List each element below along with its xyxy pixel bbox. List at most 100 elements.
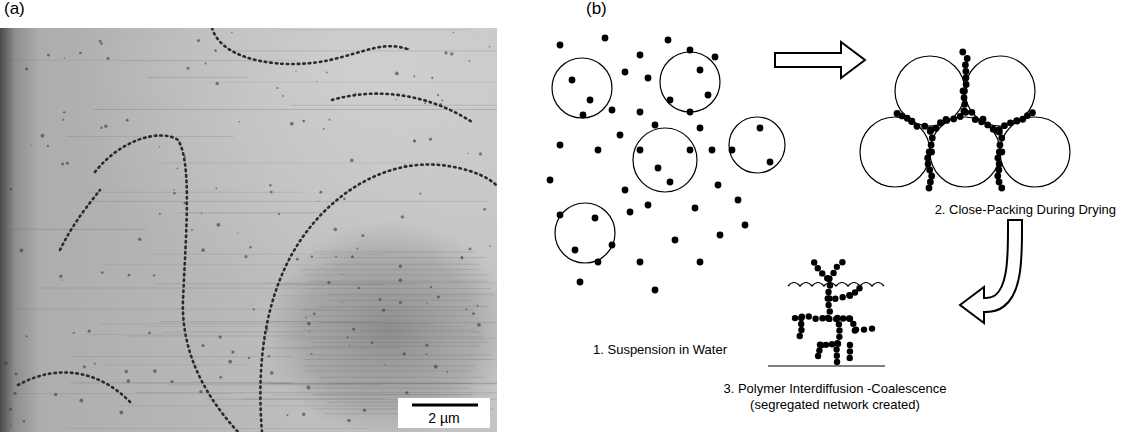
filler-dot bbox=[580, 112, 587, 119]
latex-particle bbox=[1000, 117, 1070, 187]
micrograph-speck bbox=[201, 212, 202, 213]
filler-dot bbox=[836, 334, 842, 340]
suspension-drawing bbox=[547, 35, 785, 294]
micrograph-speck bbox=[424, 102, 426, 104]
micrograph-streak bbox=[301, 269, 478, 270]
filler-dot bbox=[972, 116, 979, 123]
micrograph-speck bbox=[349, 345, 350, 346]
filler-dot bbox=[812, 316, 818, 322]
micrograph-streak bbox=[263, 347, 399, 348]
filler-dot bbox=[995, 155, 1002, 162]
filler-dot bbox=[961, 101, 968, 108]
micrograph-speck bbox=[173, 192, 176, 195]
micrograph-streak bbox=[66, 428, 368, 429]
process-arrow bbox=[775, 42, 865, 78]
filler-dot bbox=[829, 341, 835, 347]
micrograph-speck bbox=[437, 296, 440, 299]
filler-dot bbox=[961, 94, 968, 101]
filler-dot bbox=[692, 205, 699, 212]
micrograph-speck bbox=[468, 153, 469, 154]
micrograph-speck bbox=[483, 208, 486, 211]
micrograph-speck bbox=[239, 121, 240, 122]
micrograph-streak bbox=[73, 356, 293, 357]
micrograph-speck bbox=[216, 223, 220, 227]
filler-dot bbox=[847, 348, 853, 354]
filler-dot bbox=[926, 185, 933, 192]
micrograph-speck bbox=[79, 398, 83, 402]
micrograph-speck bbox=[347, 419, 351, 423]
micrograph-speck bbox=[444, 51, 447, 54]
micrograph-streak bbox=[262, 282, 497, 283]
micrograph-speck bbox=[61, 280, 62, 281]
micrograph-speck bbox=[10, 424, 12, 426]
filler-dot bbox=[846, 292, 852, 298]
filler-dot bbox=[968, 109, 975, 116]
micrograph-streak bbox=[263, 321, 382, 322]
filler-dot bbox=[617, 132, 624, 139]
filler-dot bbox=[715, 182, 722, 189]
micrograph-speck bbox=[333, 228, 337, 232]
filler-dot bbox=[819, 270, 825, 276]
micrograph-streak bbox=[153, 254, 388, 255]
latex-particle bbox=[729, 117, 785, 173]
micrograph-speck bbox=[248, 357, 250, 359]
filler-dot bbox=[833, 346, 839, 352]
micrograph-speck bbox=[382, 309, 385, 312]
filler-dot bbox=[729, 147, 736, 154]
micrograph-speck bbox=[127, 379, 131, 383]
process-step: 2. Close-Packing During Drying bbox=[865, 35, 1120, 220]
filler-dot bbox=[835, 340, 841, 346]
filler-dot bbox=[819, 315, 825, 321]
micrograph bbox=[0, 28, 497, 432]
micrograph-streak bbox=[105, 264, 311, 265]
micrograph-speck bbox=[125, 370, 128, 373]
micrograph-speck bbox=[62, 119, 64, 121]
micrograph-streak bbox=[159, 163, 455, 164]
grain-boundary bbox=[260, 165, 497, 432]
micrograph-speck bbox=[191, 229, 193, 231]
micrograph-speck bbox=[83, 365, 86, 368]
step-caption: 1. Suspension in Water bbox=[593, 342, 727, 358]
micrograph-speck bbox=[231, 350, 234, 353]
micrograph-streak bbox=[309, 388, 470, 389]
micrograph-speck bbox=[361, 234, 364, 237]
micrograph-speck bbox=[395, 99, 396, 100]
micrograph-speck bbox=[237, 233, 238, 234]
filler-dot bbox=[961, 108, 968, 115]
micrograph-speck bbox=[106, 57, 109, 60]
latex-particle bbox=[660, 52, 720, 112]
micrograph-speck bbox=[295, 71, 296, 72]
filler-dot bbox=[652, 122, 659, 129]
filler-dot bbox=[914, 123, 921, 130]
micrograph-streak bbox=[303, 316, 472, 317]
process-step: 1. Suspension in Water bbox=[545, 30, 775, 360]
filler-dot bbox=[592, 215, 599, 222]
micrograph-streak bbox=[83, 334, 186, 335]
micrograph-streak bbox=[126, 335, 305, 336]
filler-dot bbox=[929, 135, 936, 142]
micrograph-streak bbox=[306, 274, 489, 275]
micrograph-streak bbox=[168, 384, 380, 385]
micrograph-speck bbox=[216, 188, 218, 190]
micrograph-speck bbox=[47, 145, 49, 147]
micrograph-speck bbox=[358, 287, 360, 289]
filler-dot bbox=[712, 54, 719, 61]
filler-dot bbox=[697, 125, 704, 132]
micrograph-speck bbox=[104, 125, 107, 128]
micrograph-speck bbox=[460, 257, 463, 260]
latex-particle bbox=[552, 58, 612, 118]
filler-dot bbox=[830, 270, 836, 276]
micrograph-streak bbox=[323, 264, 480, 265]
micrograph-speck bbox=[101, 271, 104, 274]
arrow-fill bbox=[775, 54, 844, 66]
micrograph-streak bbox=[100, 364, 249, 365]
micrograph-speck bbox=[94, 363, 96, 365]
filler-dot bbox=[557, 42, 564, 49]
micrograph-speck bbox=[347, 337, 349, 339]
filler-dot bbox=[834, 353, 840, 359]
filler-dot bbox=[637, 259, 644, 266]
filler-dot bbox=[995, 167, 1002, 174]
filler-dot bbox=[806, 313, 812, 319]
filler-dot bbox=[1007, 119, 1014, 126]
micrograph-speck bbox=[170, 380, 173, 383]
